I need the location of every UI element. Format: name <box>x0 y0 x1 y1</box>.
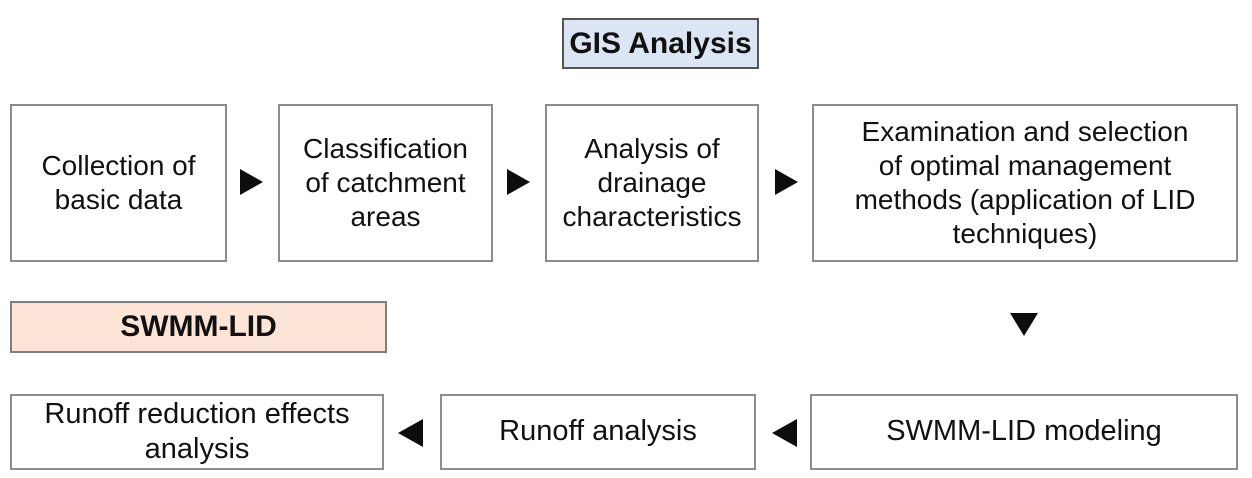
step-examination-and-selection-of-optimal-management-methods: Examination and selection of optimal man… <box>812 104 1238 262</box>
step-runoff-analysis: Runoff analysis <box>440 394 756 470</box>
arrow-right-icon <box>775 169 798 195</box>
step-label: Runoff reduction effects analysis <box>44 397 350 465</box>
arrow-left-icon <box>772 419 797 447</box>
arrow-right-icon <box>507 169 530 195</box>
step-label: Runoff analysis <box>499 415 697 448</box>
step-label: Analysis of drainage characteristics <box>562 132 742 233</box>
step-label: Classification of catchment areas <box>303 132 468 233</box>
arrow-left-icon <box>398 419 423 447</box>
step-analysis-of-drainage-characteristics: Analysis of drainage characteristics <box>545 104 759 262</box>
step-label: Collection of basic data <box>41 149 196 215</box>
swmm-lid-section-label: SWMM-LID <box>10 301 387 353</box>
step-classification-of-catchment-areas: Classification of catchment areas <box>278 104 493 262</box>
step-runoff-reduction-effects-analysis: Runoff reduction effects analysis <box>10 394 384 470</box>
step-label: SWMM-LID modeling <box>886 415 1162 448</box>
gis-analysis-section-label: GIS Analysis <box>562 18 759 69</box>
arrow-down-icon <box>1010 313 1038 336</box>
step-collection-of-basic-data: Collection of basic data <box>10 104 227 262</box>
arrow-right-icon <box>240 169 263 195</box>
step-swmm-lid-modeling: SWMM-LID modeling <box>810 394 1238 470</box>
step-label: Examination and selection of optimal man… <box>854 115 1196 250</box>
